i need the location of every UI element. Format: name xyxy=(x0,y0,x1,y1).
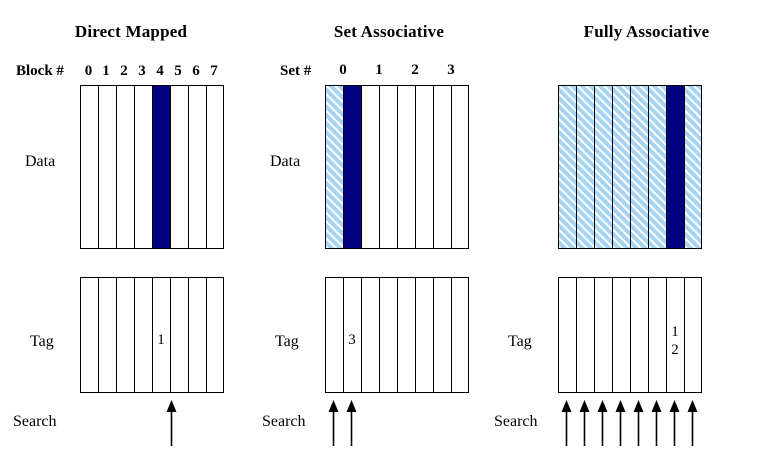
index-values-set-associative: 0 1 2 3 xyxy=(325,62,475,80)
search-arrow xyxy=(651,400,662,446)
index-value: 1 xyxy=(102,63,110,79)
panel-set-associative: Set Associative Set # 0 1 2 3 Data Tag 3… xyxy=(262,0,516,460)
panel-direct-mapped: Direct Mapped Block # 0 1 2 3 4 5 6 7 Da… xyxy=(0,0,262,460)
data-grid-set-associative xyxy=(325,85,469,249)
tag-cell xyxy=(434,278,452,392)
data-grid-direct-mapped xyxy=(80,85,224,249)
search-arrow xyxy=(579,400,590,446)
index-value: 5 xyxy=(174,63,182,79)
data-cell-highlighted xyxy=(153,86,171,248)
data-cell-highlighted xyxy=(344,86,362,248)
index-label-direct-mapped: Block # xyxy=(16,63,64,79)
panel-title-set-associative: Set Associative xyxy=(333,22,445,41)
data-cell xyxy=(135,86,153,248)
index-value: 6 xyxy=(192,63,200,79)
row-label-search-set-associative: Search xyxy=(262,413,306,430)
search-arrow xyxy=(561,400,572,446)
tag-cell xyxy=(452,278,468,392)
index-values-direct-mapped: 0 1 2 3 4 5 6 7 xyxy=(80,63,220,81)
search-arrow xyxy=(615,400,626,446)
tag-value-fully-associative-line2: 2 xyxy=(671,342,679,358)
search-arrow xyxy=(669,400,680,446)
panel-title-fully-associative: Fully Associative xyxy=(583,22,710,41)
tag-grid-direct-mapped xyxy=(80,277,224,393)
search-arrow xyxy=(687,400,698,446)
tag-cell xyxy=(416,278,434,392)
tag-cell xyxy=(171,278,189,392)
tag-cell xyxy=(649,278,667,392)
search-arrow xyxy=(328,400,339,446)
data-cell xyxy=(362,86,380,248)
data-cell xyxy=(117,86,135,248)
row-label-tag-fully-associative: Tag xyxy=(508,333,532,350)
panel-fully-associative: Fully Associative Tag 1 2 Search xyxy=(494,0,777,460)
tag-cell xyxy=(667,278,685,392)
tag-value-direct-mapped: 1 xyxy=(157,332,165,348)
tag-cell xyxy=(398,278,416,392)
data-cell xyxy=(171,86,189,248)
index-value: 4 xyxy=(156,63,164,79)
panel-title-direct-mapped: Direct Mapped xyxy=(74,22,188,41)
row-label-data-direct-mapped: Data xyxy=(25,153,56,170)
row-label-data-set-associative: Data xyxy=(270,153,301,170)
data-cell-hatched xyxy=(649,86,667,248)
tag-cell xyxy=(344,278,362,392)
data-grid-fully-associative xyxy=(558,85,702,249)
tag-cell xyxy=(559,278,577,392)
row-label-search-fully-associative: Search xyxy=(494,413,538,430)
search-arrow xyxy=(166,400,177,446)
row-label-search-direct-mapped: Search xyxy=(13,413,57,430)
data-cell-hatched xyxy=(559,86,577,248)
tag-cell xyxy=(117,278,135,392)
tag-cell xyxy=(380,278,398,392)
data-cell xyxy=(189,86,207,248)
tag-cell xyxy=(99,278,117,392)
tag-value-set-associative: 3 xyxy=(348,332,356,348)
data-cell xyxy=(207,86,223,248)
data-cell-hatched xyxy=(631,86,649,248)
tag-cell xyxy=(577,278,595,392)
data-cell xyxy=(434,86,452,248)
data-cell-hatched xyxy=(577,86,595,248)
data-cell-hatched xyxy=(685,86,701,248)
row-label-tag-set-associative: Tag xyxy=(275,333,299,350)
index-value: 3 xyxy=(447,62,455,78)
search-arrow xyxy=(633,400,644,446)
tag-cell xyxy=(326,278,344,392)
data-cell xyxy=(81,86,99,248)
tag-cell xyxy=(153,278,171,392)
index-value: 1 xyxy=(375,62,383,78)
data-cell xyxy=(380,86,398,248)
search-arrow xyxy=(597,400,608,446)
tag-cell xyxy=(631,278,649,392)
row-label-tag-direct-mapped: Tag xyxy=(30,333,54,350)
index-value: 0 xyxy=(84,63,93,79)
tag-grid-set-associative xyxy=(325,277,469,393)
data-cell-highlighted xyxy=(667,86,685,248)
index-value: 7 xyxy=(210,63,218,79)
data-cell-hatched xyxy=(595,86,613,248)
index-value: 2 xyxy=(120,63,128,79)
data-cell-hatched xyxy=(613,86,631,248)
tag-value-fully-associative-line1: 1 xyxy=(671,324,679,340)
tag-cell xyxy=(685,278,701,392)
data-cell xyxy=(416,86,434,248)
tag-cell xyxy=(362,278,380,392)
tag-cell xyxy=(613,278,631,392)
tag-cell xyxy=(207,278,223,392)
tag-cell xyxy=(81,278,99,392)
data-cell xyxy=(99,86,117,248)
data-cell xyxy=(452,86,468,248)
data-cell xyxy=(398,86,416,248)
data-cell-hatched xyxy=(326,86,344,248)
search-arrow xyxy=(346,400,357,446)
tag-cell xyxy=(595,278,613,392)
tag-cell xyxy=(135,278,153,392)
index-value: 3 xyxy=(138,63,146,79)
tag-cell xyxy=(189,278,207,392)
index-value: 0 xyxy=(339,62,347,78)
index-label-set-associative: Set # xyxy=(280,63,312,79)
index-value: 2 xyxy=(411,62,419,78)
tag-grid-fully-associative xyxy=(558,277,702,393)
